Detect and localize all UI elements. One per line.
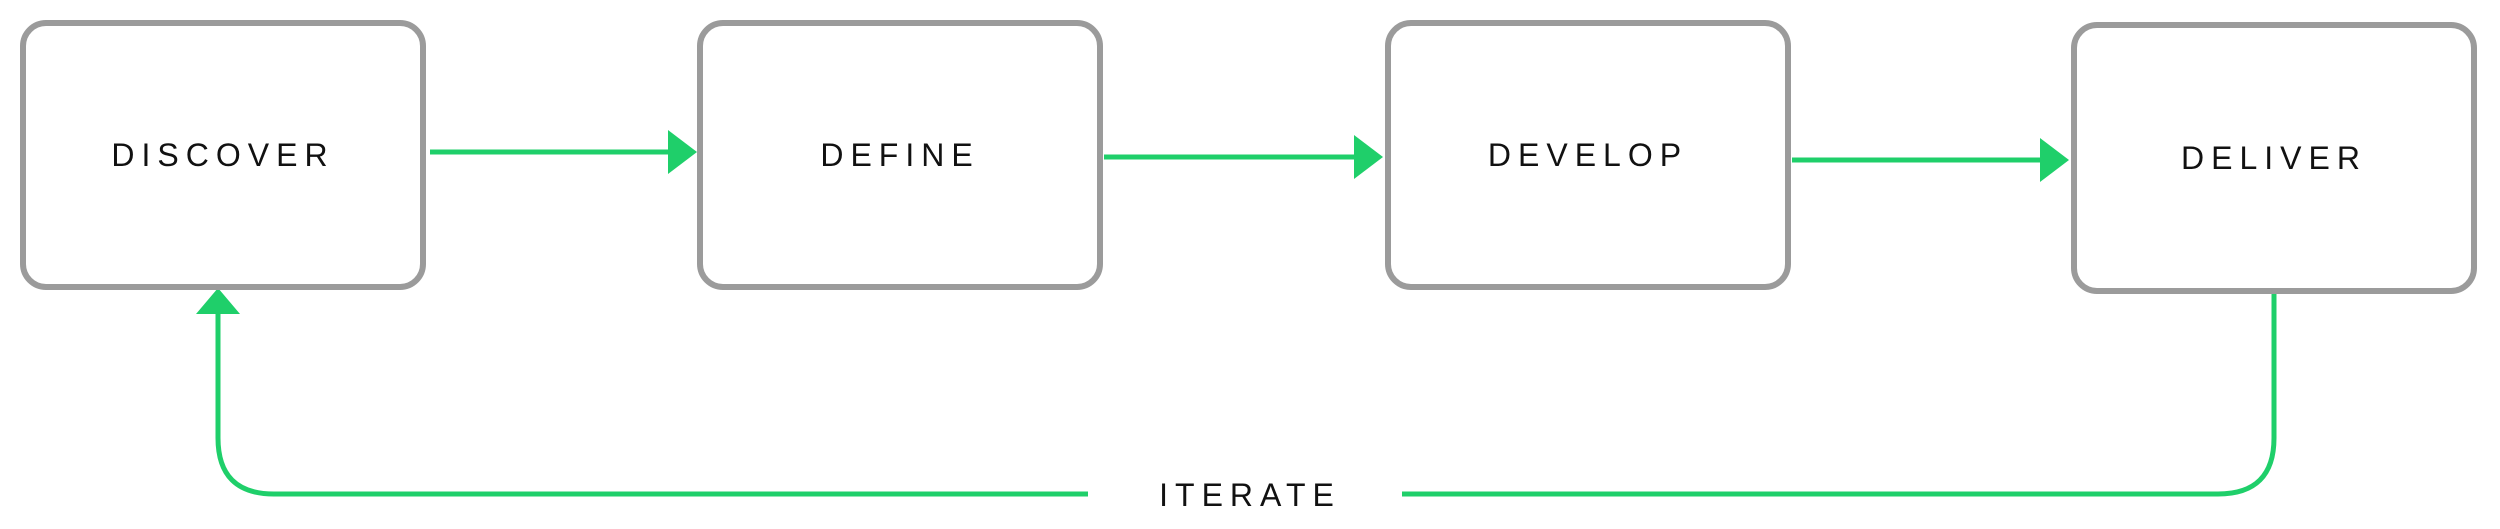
stage-box-develop: DEVELOP [1385, 20, 1791, 290]
stage-box-discover: DISCOVER [20, 20, 426, 290]
stage-label-discover: DISCOVER [111, 136, 335, 173]
iterate-label: ITERATE [1159, 477, 1341, 513]
stage-box-deliver: DELIVER [2071, 22, 2477, 294]
iterate-loop-right [1402, 292, 2277, 497]
arrowhead-develop [1354, 135, 1383, 179]
arrowhead-define [668, 130, 697, 174]
iterate-loop-left [215, 310, 1088, 497]
stage-label-deliver: DELIVER [2181, 139, 2367, 176]
stage-box-define: DEFINE [697, 20, 1103, 290]
arrowhead-discover [196, 288, 240, 314]
stage-label-develop: DEVELOP [1487, 136, 1689, 173]
stage-label-define: DEFINE [820, 136, 980, 173]
arrowhead-deliver [2040, 138, 2069, 182]
